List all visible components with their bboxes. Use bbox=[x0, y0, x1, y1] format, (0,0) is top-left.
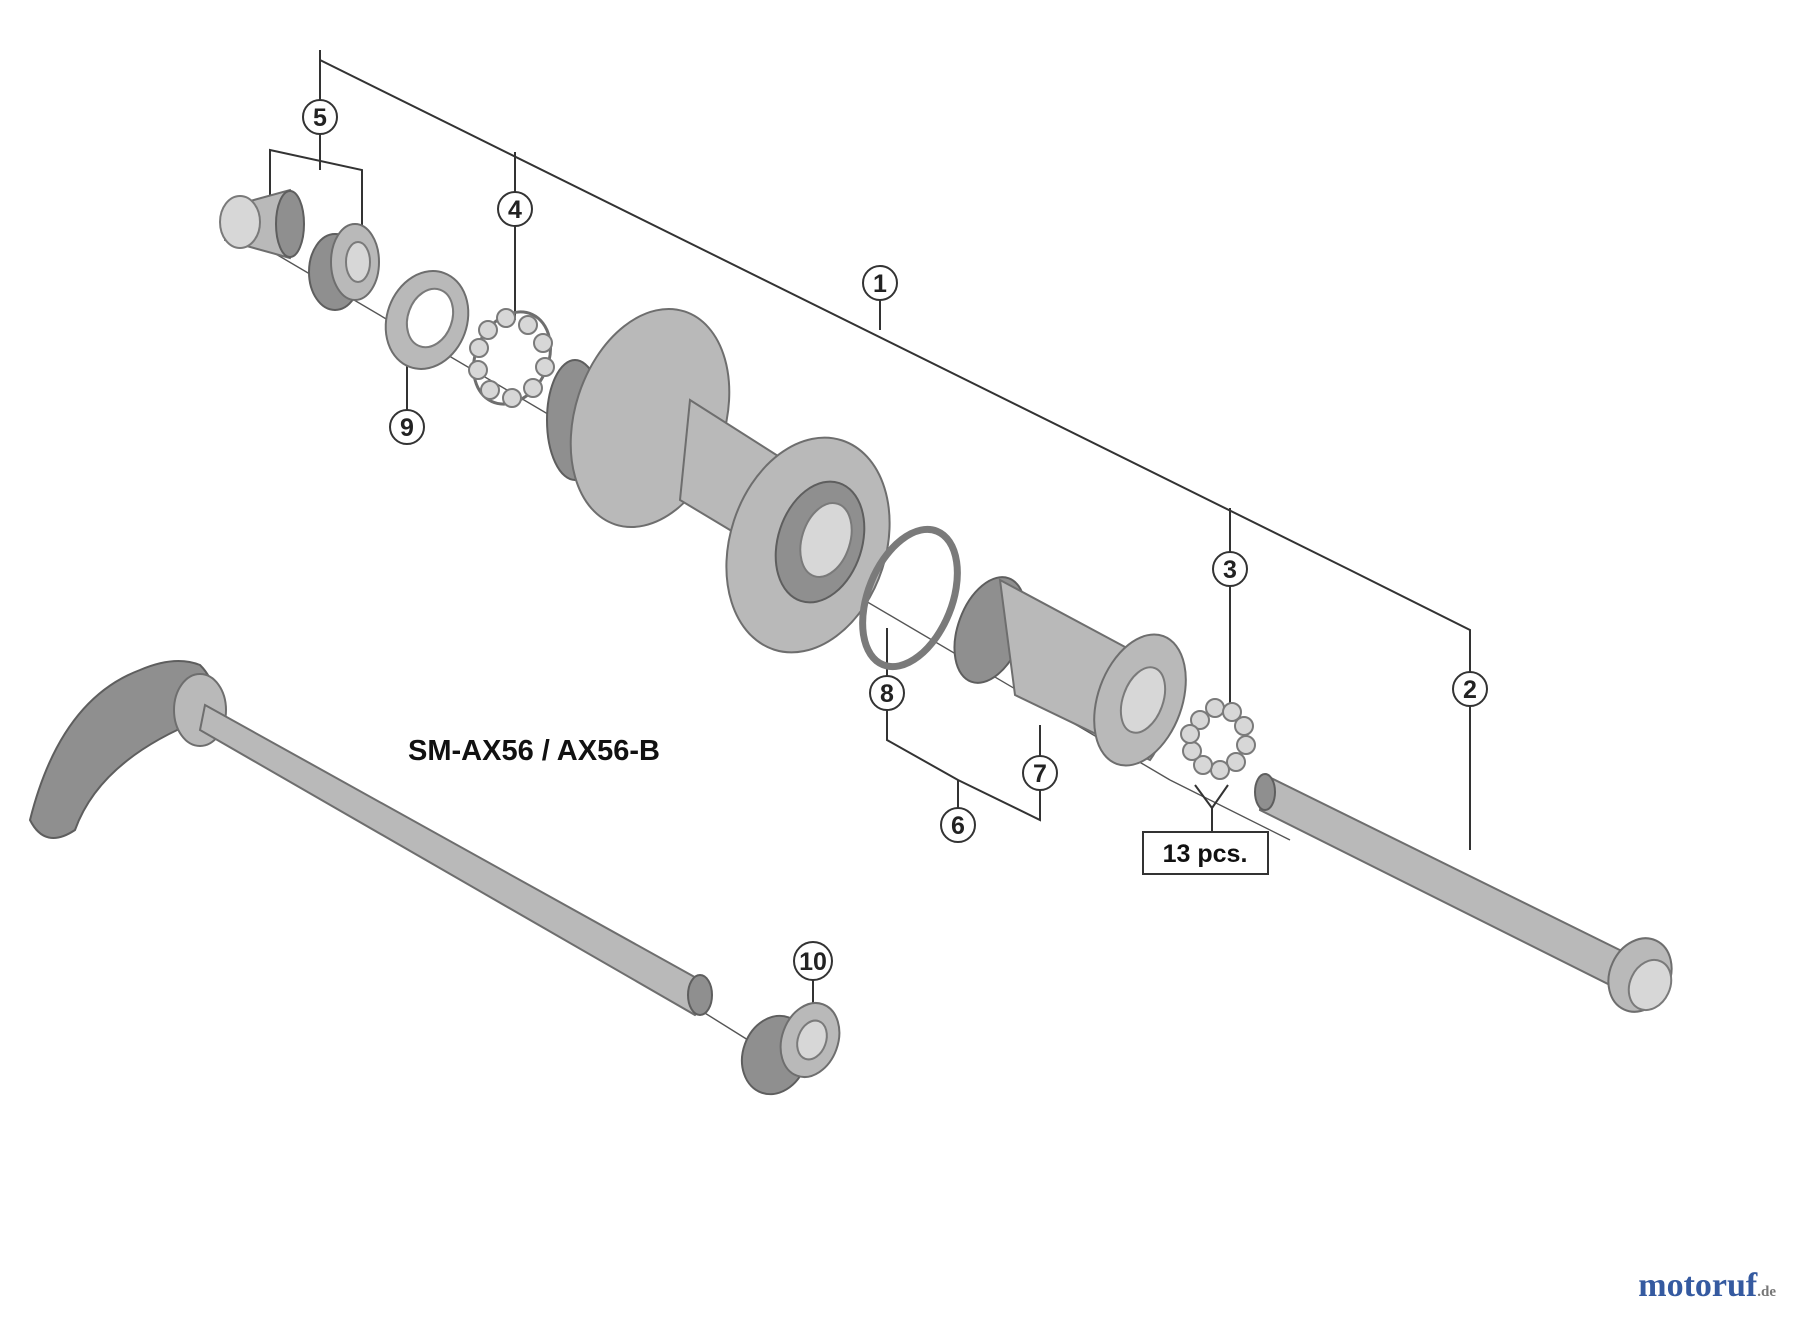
callout-7: 7 bbox=[1022, 755, 1058, 791]
quantity-note: 13 pcs. bbox=[1163, 840, 1248, 868]
svg-text:3: 3 bbox=[1223, 556, 1237, 584]
callout-8: 8 bbox=[869, 675, 905, 711]
callout-3: 3 bbox=[1212, 551, 1248, 587]
svg-text:6: 6 bbox=[951, 812, 965, 840]
svg-text:1: 1 bbox=[873, 270, 887, 298]
freehub-body-part-7 bbox=[953, 576, 1187, 767]
cone-part bbox=[308, 223, 380, 311]
callout-1: 1 bbox=[862, 265, 898, 301]
thru-axle-part bbox=[28, 660, 713, 1017]
washer-part-9 bbox=[384, 270, 470, 370]
watermark-logo: motoruf.de bbox=[1638, 1267, 1776, 1305]
svg-text:10: 10 bbox=[799, 948, 827, 976]
quantity-note-box: 13 pcs. bbox=[1142, 831, 1269, 875]
bearing-cup-part bbox=[219, 188, 305, 260]
callout-5: 5 bbox=[302, 99, 338, 135]
svg-text:8: 8 bbox=[880, 680, 894, 708]
model-label: SM-AX56 / AX56-B bbox=[408, 735, 660, 767]
axle-nut-part-10 bbox=[740, 1002, 841, 1096]
callout-10: 10 bbox=[793, 941, 833, 981]
callout-4: 4 bbox=[497, 191, 533, 227]
callout-9: 9 bbox=[389, 409, 425, 445]
svg-text:4: 4 bbox=[508, 196, 522, 224]
washer-part-8 bbox=[859, 525, 961, 671]
callout-6: 6 bbox=[940, 807, 976, 843]
svg-text:5: 5 bbox=[313, 104, 327, 132]
callout-2: 2 bbox=[1452, 671, 1488, 707]
svg-text:7: 7 bbox=[1033, 760, 1047, 788]
ball-retainer-part-4 bbox=[468, 308, 555, 408]
hub-axle-part-2 bbox=[1254, 773, 1673, 1013]
loose-balls-part-3 bbox=[1180, 698, 1256, 780]
watermark-suffix: .de bbox=[1757, 1284, 1776, 1300]
watermark-text: motoruf bbox=[1638, 1267, 1758, 1304]
svg-text:9: 9 bbox=[400, 414, 414, 442]
svg-text:2: 2 bbox=[1463, 676, 1477, 704]
hub-shell-part bbox=[546, 307, 891, 654]
